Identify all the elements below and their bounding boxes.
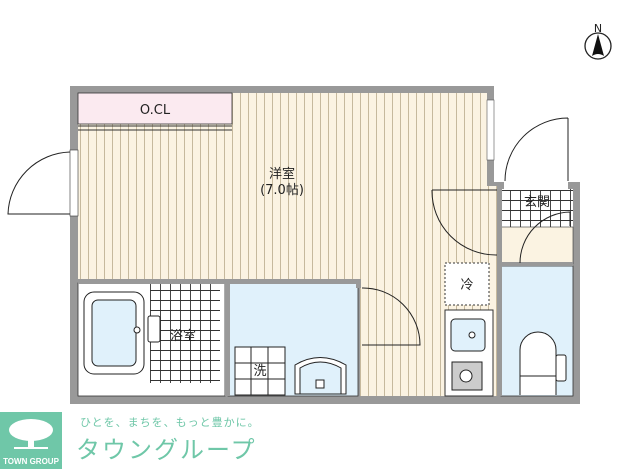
tree-icon <box>9 419 53 449</box>
washroom-door-swing <box>361 287 421 346</box>
kitchen-sink <box>450 318 486 352</box>
washer-label: 洗 <box>253 364 266 379</box>
doors <box>7 117 571 346</box>
walls <box>69 86 580 404</box>
company-logo: TOWN GROUP <box>0 412 62 469</box>
compass-label: N <box>594 22 602 35</box>
washer-pan <box>234 346 286 396</box>
closet-label: O.CL <box>140 103 171 118</box>
bathroom-floor <box>150 283 220 383</box>
bathtub <box>91 299 137 367</box>
balcony-door-swing <box>7 151 71 215</box>
entrance-label: 玄関 <box>524 195 550 210</box>
entrance-floor <box>501 189 573 227</box>
fixtures <box>83 262 567 397</box>
room-door-swing <box>431 189 498 256</box>
north-compass-icon: N <box>584 22 612 60</box>
toilet-door-swing <box>519 211 571 264</box>
fridge-label: 冷 <box>460 278 473 293</box>
closet <box>77 92 233 125</box>
western-room-label: 洋室 <box>269 166 295 182</box>
entrance-door-swing <box>504 117 569 182</box>
slogan: ひとを、まちを、もっと豊かに。 <box>80 416 260 429</box>
western-room-size: (7.0帖) <box>260 183 304 198</box>
brand-name: タウングループ <box>76 436 257 464</box>
logo-text: TOWN GROUP <box>3 457 59 466</box>
toilet <box>519 331 567 395</box>
bathroom-label: 浴室 <box>170 328 196 344</box>
fridge-space <box>444 262 490 306</box>
